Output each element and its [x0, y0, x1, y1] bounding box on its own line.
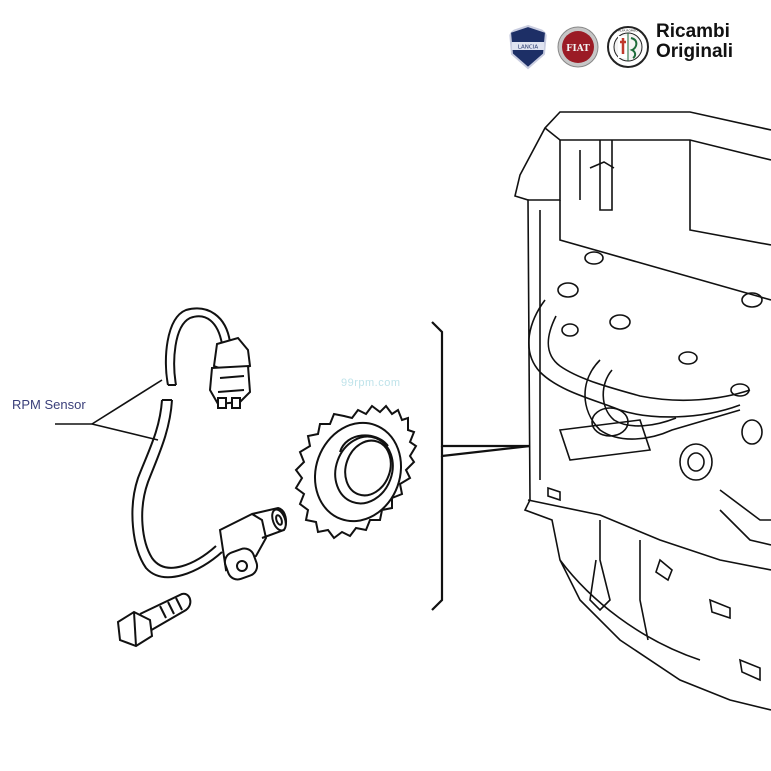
brand-line-2: Originali [656, 41, 734, 62]
lancia-logo-icon: LANCIA [508, 24, 548, 70]
bolt-part [116, 592, 192, 648]
brand-line-1: Ricambi [656, 21, 730, 42]
engine-block-part [514, 111, 771, 711]
rpm-sensor-part [131, 307, 287, 581]
callout-leader-lines [55, 379, 163, 441]
alfa-romeo-wordmark: ALFA ROMEO [618, 29, 638, 33]
watermark: 99rpm.com [341, 377, 401, 389]
fiat-wordmark: FIAT [566, 44, 590, 54]
brand-title: Ricambi Originali [656, 22, 733, 62]
lancia-wordmark: LANCIA [518, 45, 539, 51]
assembly-bracket [431, 321, 531, 611]
fiat-logo-icon: FIAT [557, 26, 599, 68]
alfa-romeo-logo-icon: ALFA ROMEO [607, 26, 649, 68]
brand-logos: LANCIA FIAT ALFA ROMEO Ricambi Originali [500, 18, 760, 78]
phonic-wheel-part [294, 404, 418, 540]
rpm-sensor-label: RPM Sensor [12, 397, 86, 412]
